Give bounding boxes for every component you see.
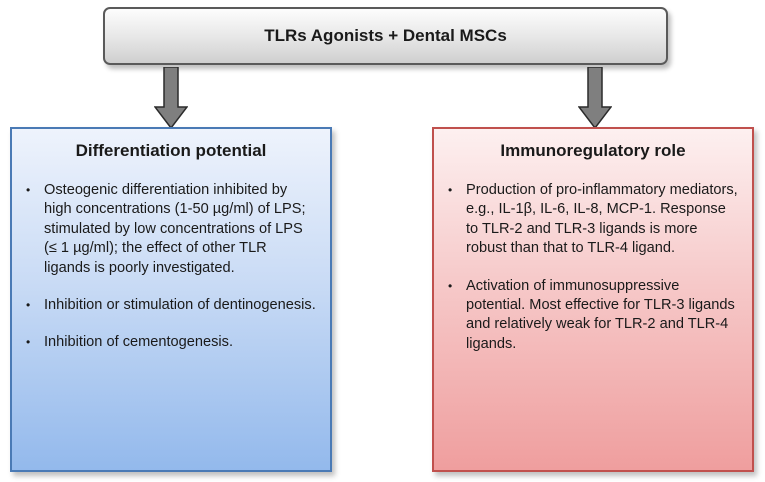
bullet-text: Osteogenic differentiation inhibited by … — [44, 182, 306, 276]
bullet-text: Production of pro-inflammatory mediators… — [466, 182, 738, 257]
down-arrow-icon — [154, 67, 188, 129]
bullet-icon: • — [26, 298, 31, 313]
bullet-text: Inhibition or stimulation of dentinogene… — [44, 297, 316, 314]
bullet-icon: • — [448, 278, 453, 293]
down-arrow-icon — [578, 67, 612, 129]
list-item: • Osteogenic differentiation inhibited by… — [24, 181, 316, 278]
list-item: • Inhibition of cementogenesis. — [24, 333, 316, 352]
panel-title: Differentiation potential — [75, 141, 267, 160]
bullet-icon: • — [26, 183, 31, 197]
bullet-icon: • — [26, 335, 31, 350]
bullet-text: Activation of immunosuppressive potentia… — [466, 277, 735, 352]
bullet-text: Inhibition of cementogenesis. — [44, 334, 234, 351]
list-item: • Production of pro-inflammatory mediator… — [446, 181, 738, 259]
immunoregulatory-panel: Immunoregulatory role • Production of pro… — [432, 127, 754, 472]
differentiation-panel: Differentiation potential • Osteogenic di… — [10, 127, 332, 472]
bullet-list: • Production of pro-inflammatory mediator… — [446, 181, 738, 372]
list-item: • Inhibition or stimulation of dentinogen… — [24, 296, 316, 315]
bullet-icon: • — [448, 183, 453, 197]
header-box: TLRs Agonists + Dental MSCs — [103, 7, 668, 65]
panel-title: Immunoregulatory role — [500, 141, 686, 160]
list-item: • Activation of immunosuppressive potenti… — [446, 277, 738, 355]
bullet-list: • Osteogenic differentiation inhibited by… — [24, 181, 316, 371]
header-title: TLRs Agonists + Dental MSCs — [264, 26, 507, 45]
